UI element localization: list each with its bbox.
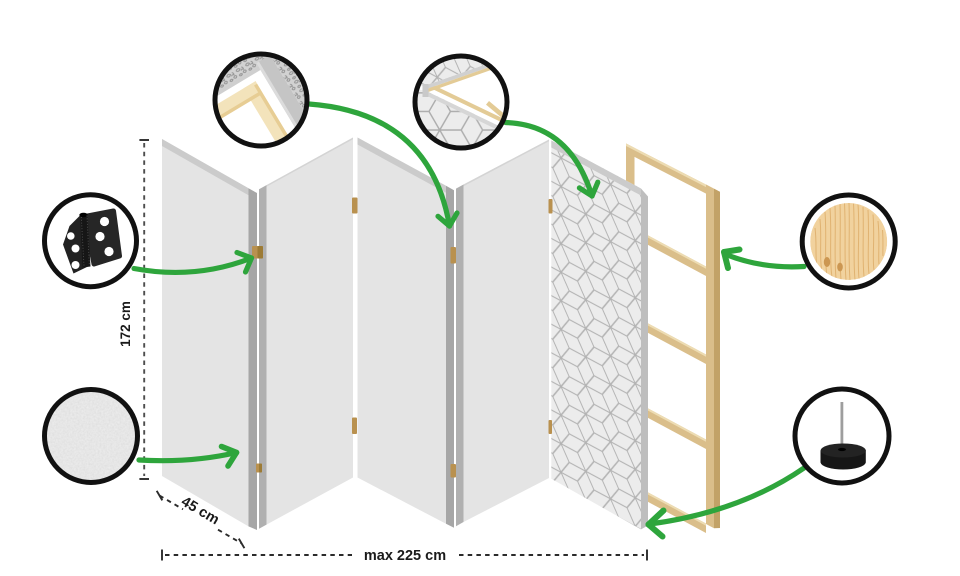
svg-text:max 225 cm: max 225 cm [364,548,446,564]
svg-text:172 cm: 172 cm [118,301,133,347]
